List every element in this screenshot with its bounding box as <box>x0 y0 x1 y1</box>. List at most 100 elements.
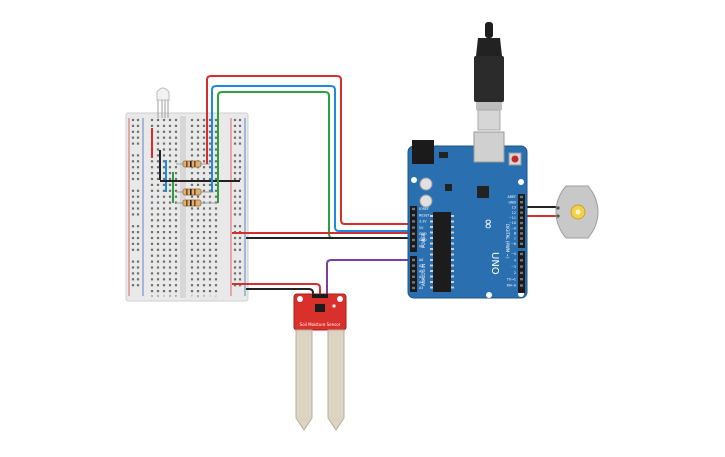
rail-hole[interactable] <box>238 118 242 122</box>
breadboard-hole[interactable] <box>150 219 154 222</box>
breadboard-hole[interactable] <box>150 195 154 198</box>
breadboard-hole[interactable] <box>196 177 200 181</box>
breadboard-hole[interactable] <box>202 284 206 287</box>
breadboard-hole[interactable] <box>168 160 172 163</box>
breadboard-hole[interactable] <box>174 166 178 169</box>
breadboard-hole[interactable] <box>168 183 172 186</box>
rail-hole[interactable] <box>238 177 242 181</box>
rgb-led[interactable] <box>156 87 170 118</box>
breadboard-hole[interactable] <box>162 136 166 139</box>
breadboard-hole[interactable] <box>150 236 154 240</box>
rail-hole[interactable] <box>131 213 135 216</box>
breadboard-hole[interactable] <box>208 130 212 133</box>
breadboard-hole[interactable] <box>196 219 200 222</box>
breadboard-hole[interactable] <box>208 154 212 157</box>
breadboard-hole[interactable] <box>150 290 154 293</box>
breadboard-hole[interactable] <box>214 195 218 198</box>
breadboard-hole[interactable] <box>156 124 160 127</box>
breadboard-hole[interactable] <box>156 248 160 251</box>
rail-hole[interactable] <box>238 160 242 163</box>
wire-sensor-gnd[interactable] <box>246 288 314 296</box>
breadboard-hole[interactable] <box>196 118 200 122</box>
breadboard-hole[interactable] <box>168 254 172 257</box>
rail-hole[interactable] <box>136 236 140 240</box>
breadboard-hole[interactable] <box>168 148 172 151</box>
breadboard-hole[interactable] <box>196 136 200 139</box>
breadboard-hole[interactable] <box>162 278 166 281</box>
rail-hole[interactable] <box>233 272 237 275</box>
rail-hole[interactable] <box>233 118 237 122</box>
breadboard-hole[interactable] <box>214 160 218 163</box>
breadboard-hole[interactable] <box>174 172 178 175</box>
breadboard-hole[interactable] <box>208 118 212 122</box>
wire-blue-to-arduino[interactable] <box>211 85 420 232</box>
breadboard-hole[interactable] <box>156 254 160 257</box>
breadboard-hole[interactable] <box>162 189 166 192</box>
rail-hole[interactable] <box>233 142 237 145</box>
breadboard-hole[interactable] <box>202 260 206 263</box>
wire-sensor-analog[interactable] <box>326 259 420 296</box>
header-pin[interactable] <box>520 265 523 268</box>
breadboard-hole[interactable] <box>190 124 194 127</box>
breadboard-hole[interactable] <box>150 189 154 192</box>
rail-hole[interactable] <box>131 207 135 210</box>
rail-hole[interactable] <box>238 166 242 169</box>
rail-hole[interactable] <box>131 266 135 269</box>
breadboard-hole[interactable] <box>190 142 194 145</box>
header-pin[interactable] <box>520 211 523 214</box>
rail-hole[interactable] <box>238 284 242 287</box>
breadboard-hole[interactable] <box>162 201 166 204</box>
breadboard-hole[interactable] <box>202 242 206 245</box>
breadboard-hole[interactable] <box>214 213 218 216</box>
breadboard-hole[interactable] <box>190 242 194 245</box>
breadboard-hole[interactable] <box>196 154 200 157</box>
rail-hole[interactable] <box>233 284 237 287</box>
rail-hole[interactable] <box>136 225 140 228</box>
breadboard-hole[interactable] <box>202 278 206 281</box>
rail-hole[interactable] <box>233 266 237 269</box>
breadboard-hole[interactable] <box>162 213 166 216</box>
rail-hole[interactable] <box>233 136 237 139</box>
header-pin[interactable] <box>412 264 415 267</box>
breadboard-hole[interactable] <box>150 183 154 186</box>
rail-hole[interactable] <box>233 195 237 198</box>
breadboard-hole[interactable] <box>168 154 172 157</box>
breadboard-hole[interactable] <box>208 231 212 234</box>
breadboard-hole[interactable] <box>190 236 194 240</box>
rail-hole[interactable] <box>233 225 237 228</box>
breadboard-hole[interactable] <box>196 142 200 145</box>
breadboard-hole[interactable] <box>168 201 172 204</box>
breadboard-hole[interactable] <box>190 148 194 151</box>
breadboard-hole[interactable] <box>156 172 160 175</box>
breadboard-hole[interactable] <box>150 260 154 263</box>
rail-hole[interactable] <box>131 284 135 287</box>
breadboard-hole[interactable] <box>162 130 166 133</box>
breadboard-hole[interactable] <box>208 290 212 293</box>
breadboard-hole[interactable] <box>214 219 218 222</box>
breadboard-hole[interactable] <box>208 142 212 145</box>
breadboard-hole[interactable] <box>202 219 206 222</box>
header-pin[interactable] <box>520 284 523 287</box>
breadboard-hole[interactable] <box>190 284 194 287</box>
rail-hole[interactable] <box>131 260 135 263</box>
breadboard-hole[interactable] <box>202 124 206 127</box>
rail-hole[interactable] <box>233 189 237 192</box>
rail-hole[interactable] <box>233 260 237 263</box>
breadboard-hole[interactable] <box>156 136 160 139</box>
soil-moisture-sensor[interactable]: Soil Moisture Sensor <box>293 293 347 431</box>
breadboard-hole[interactable] <box>150 248 154 251</box>
breadboard-hole[interactable] <box>208 248 212 251</box>
breadboard-hole[interactable] <box>156 225 160 228</box>
breadboard-hole[interactable] <box>214 130 218 133</box>
breadboard-hole[interactable] <box>214 231 218 234</box>
breadboard-hole[interactable] <box>208 284 212 287</box>
rail-hole[interactable] <box>131 225 135 228</box>
rail-hole[interactable] <box>131 177 135 181</box>
rail-hole[interactable] <box>136 195 140 198</box>
breadboard-hole[interactable] <box>168 219 172 222</box>
breadboard-hole[interactable] <box>156 213 160 216</box>
rail-hole[interactable] <box>136 242 140 245</box>
rail-hole[interactable] <box>238 242 242 245</box>
breadboard-hole[interactable] <box>150 213 154 216</box>
header-pin[interactable] <box>412 214 415 217</box>
